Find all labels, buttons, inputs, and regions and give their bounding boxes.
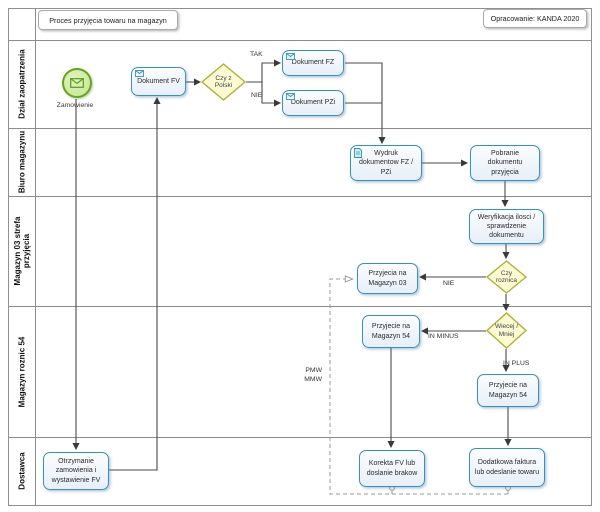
- task-label: Wydruk dokumentow FZ / PZi: [358, 150, 414, 176]
- task-label: Dokument FZ: [291, 59, 335, 67]
- envelope-icon: [135, 70, 144, 77]
- gateway-label: Czy z Polski: [214, 74, 233, 89]
- lane-label-biuro-magazynu: Biuro magazynu: [8, 128, 35, 196]
- edge-label-tak: TAK: [250, 51, 263, 58]
- gateway-wiecej-mniej[interactable]: Wiecej / Mniej: [485, 312, 528, 349]
- gateway-label: Wiecej / Mniej: [494, 323, 519, 338]
- start-event-label: Zamowienie: [45, 102, 105, 109]
- lane-label-dostawca: Dostawca: [8, 437, 35, 505]
- lane-label-magazyn-roznic-54: Magazyn roznic 54: [8, 306, 35, 437]
- edge-label-text: TAK: [250, 51, 263, 58]
- credit-text: Opracowanie: KANDA 2020: [490, 14, 580, 23]
- task-wydruk-dokumentow[interactable]: Wydruk dokumentow FZ / PZi: [350, 145, 422, 181]
- envelope-icon: [286, 93, 295, 100]
- gateway-czy-roznica[interactable]: Czy roznica: [485, 260, 528, 294]
- edge-label-nie-import: NIE: [251, 92, 262, 99]
- diagram-title: Proces przyjęcia towaru na magazyn: [38, 10, 178, 30]
- task-otrzymanie-zamowienia[interactable]: Otrzymanie zamowienia i wystawienie FV: [43, 452, 109, 490]
- edge-label-text: NIE: [251, 92, 263, 99]
- task-korekta-fv[interactable]: Korekta FV lub doslanie brakow: [359, 450, 425, 487]
- task-przyjecie-magazyn-54-minus[interactable]: Przyjecie na Magazyn 54: [362, 315, 420, 348]
- flow-otrzymanie-dokumentfv: [109, 96, 161, 471]
- lane-label-text: Magazyn 03 strefa przyjęcia: [12, 216, 31, 286]
- task-label: Otrzymanie zamowienia i wystawienie FV: [51, 458, 101, 484]
- flow-nie: [261, 82, 282, 107]
- gateway-label: Czy roznica: [496, 269, 517, 284]
- task-dokument-fv[interactable]: Dokument FV: [131, 67, 186, 96]
- edge-label-text: IN PLUS: [503, 360, 530, 367]
- lane-label-dzial-zaopatrzenia: Dział zaopatrzenia: [8, 40, 35, 128]
- task-label: Przyjecie na Magazyn 54: [371, 323, 411, 340]
- task-label: Pobranie dokumentu przyjęcia: [487, 150, 523, 176]
- lane-label-magazyn-03: Magazyn 03 strefa przyjęcia: [8, 196, 35, 306]
- lane-label-text: Biuro magazynu: [16, 130, 26, 194]
- task-label: Dodatkowa faktura lub odeslanie towaru: [474, 459, 540, 476]
- task-label: Przyjecia na Magazyn 03: [368, 270, 407, 287]
- edge-label-text: PMW: [305, 367, 322, 374]
- edge-label-in-minus: IN MINUS: [428, 333, 459, 340]
- flow-tak: [246, 59, 282, 83]
- envelope-icon: [286, 53, 295, 60]
- task-dokument-pzi[interactable]: Dokument PZi: [282, 90, 344, 116]
- edge-label-text: IN MINUS: [428, 333, 459, 340]
- task-label: Dokument FV: [137, 77, 180, 85]
- task-label: Przyjecie na Magazyn 54: [488, 382, 528, 399]
- edge-label-text: MMW: [304, 376, 322, 383]
- task-label: Dokument PZi: [290, 99, 336, 107]
- envelope-icon: [70, 78, 84, 88]
- task-pobranie-dokumentu[interactable]: Pobranie dokumentu przyjęcia: [470, 145, 540, 181]
- edge-label-pmw-mmw: PMW MMW: [296, 366, 322, 384]
- start-event-label-text: Zamowienie: [56, 102, 94, 109]
- lane-label-text: Dostawca: [16, 452, 26, 490]
- lane-label-text: Magazyn roznic 54: [16, 336, 26, 407]
- task-przyjecie-magazyn-54-plus[interactable]: Przyjecie na Magazyn 54: [477, 374, 539, 407]
- task-dokument-fz[interactable]: Dokument FZ: [282, 50, 344, 76]
- edge-label-nie-roznica: NIE: [443, 280, 454, 287]
- document-icon: [354, 148, 362, 158]
- task-przyjecia-magazyn-03[interactable]: Przyjecia na Magazyn 03: [357, 263, 418, 294]
- gateway-czy-z-polski[interactable]: Czy z Polski: [200, 63, 247, 101]
- task-label: Weryfikacja ilosci / sprawdzenie dokumen…: [477, 213, 536, 240]
- task-label: Korekta FV lub doslanie brakow: [366, 460, 418, 477]
- task-dodatkowa-faktura[interactable]: Dodatkowa faktura lub odeslanie towaru: [469, 448, 545, 487]
- edge-label-in-plus: IN PLUS: [503, 360, 529, 367]
- credit-box: Opracowanie: KANDA 2020: [483, 9, 587, 28]
- task-weryfikacja[interactable]: Weryfikacja ilosci / sprawdzenie dokumen…: [469, 209, 544, 244]
- lane-label-text: Dział zaopatrzenia: [16, 49, 26, 119]
- edge-label-text: NIE: [443, 280, 455, 287]
- flow-fz-wydruk: [345, 62, 386, 145]
- start-event-zamowienie[interactable]: [62, 68, 92, 98]
- diagram-title-text: Proces przyjęcia towaru na magazyn: [49, 15, 167, 25]
- pool-grid: [8, 8, 592, 506]
